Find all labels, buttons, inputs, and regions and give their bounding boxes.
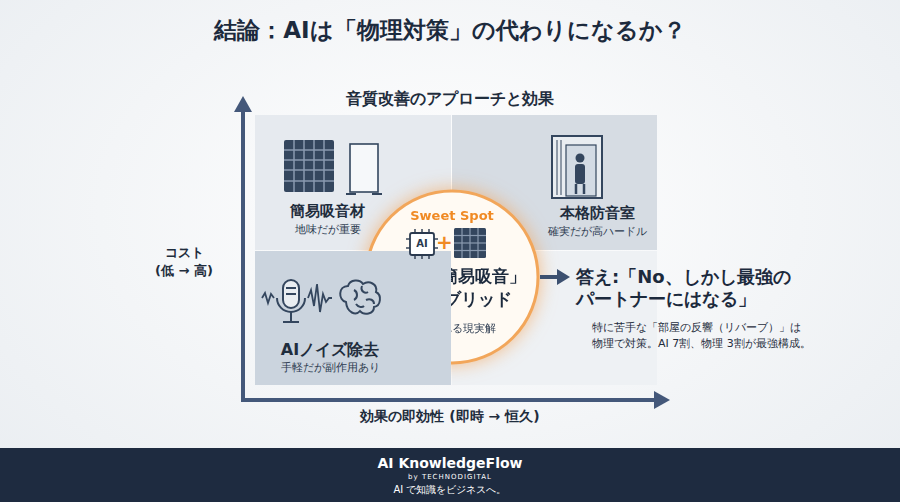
mini-foam-panel-icon [454,228,486,258]
ai-chip-icon [428,229,429,233]
quadrant-heading: 簡易吸音材 [255,201,400,221]
microphone-icon [277,298,305,312]
quadrant-note: 手軽だが副作用あり [255,360,405,375]
axis-label: コスト (低 → 高) [138,244,230,280]
waveform-icon [262,284,332,312]
diagram-title: 結論：AIは「物理対策」の代わりになるか？ [0,14,900,46]
connector-arrow [540,269,570,285]
sound-booth-icon [561,140,562,195]
chart-subtitle: 音質改善のアプローチと効果 [250,88,650,110]
mini-foam-panel-icon [454,242,486,243]
microphone-icon [290,312,292,322]
quadrant-heading: 本格防音室 [512,203,682,223]
brain-icon [362,286,368,293]
foam-panel-icon [284,149,334,151]
brand-tagline: AI で知識をビジネスへ。 [0,483,900,497]
foam-panel-icon [284,169,334,171]
arrow-head [557,269,570,285]
ai-chip-icon [414,255,415,259]
microphone-icon [286,287,296,289]
text-line: (低 → 高) [138,262,230,280]
speed-axis [241,391,670,409]
waveform-icon [262,293,274,303]
brand-byline: by TECHNODIGITAL [0,473,900,482]
brain-icon [340,280,380,313]
waveform-icon [308,284,332,312]
quadrant-note: 確実だが高ハードル [512,224,682,239]
partition-screen-icon [346,144,382,194]
mini-foam-panel-icon [477,228,478,258]
text-line: コスト [138,244,230,262]
sound-booth-icon [566,145,596,196]
ai-chip-icon [428,255,429,259]
footer-band: AI KnowledgeFlowby TECHNODIGITALAI で知識をビ… [0,448,900,502]
microphone-icon [277,280,305,322]
mini-foam-panel-icon [469,228,470,258]
answer-heading: 答え:「No、しかし最強の パートナーにはなる」 [576,266,866,310]
cost-axis [241,110,245,402]
foam-panel-icon [303,140,305,192]
ai-chip-icon [434,247,438,248]
text-line: 物理で対策。AI 7割、物理 3割が最強構成。 [592,336,868,352]
ai-chip-icon [406,238,410,239]
foam-panel-icon [284,140,334,192]
sound-booth-icon [552,136,602,198]
microphone-icon [283,321,299,323]
ai-chip-icon [421,229,422,233]
ai-chip-icon [434,238,438,239]
ai-chip-icon [406,229,438,259]
foam-panel-icon [323,140,325,192]
text-line: 答え:「No、しかし最強の [576,266,866,288]
partition-screen-icon [346,193,356,195]
text-line: 特に苦手な「部屋の反響（リバーブ）」は [592,320,868,336]
brain-icon [354,290,357,300]
cost-axis [234,96,252,402]
foam-panel-icon [284,159,334,161]
ai-chip-icon [421,255,422,259]
ai-chip-icon [414,229,415,233]
sound-booth-icon [557,140,558,195]
partition-screen-icon [372,193,382,195]
sound-booth-icon [575,184,578,194]
mini-foam-panel-icon [461,228,462,258]
foam-panel-icon [284,140,334,192]
brand-name: AI KnowledgeFlow [0,454,900,472]
cost-axis [234,96,252,112]
quadrant-heading: AIノイズ除去 [255,339,405,360]
sound-booth-icon [552,136,602,198]
answer-callout: 答え:「No、しかし最強の パートナーにはなる」特に苦手な「部屋の反響（リバーブ… [570,266,870,366]
mini-foam-panel-icon [454,235,486,236]
partition-screen-icon [350,144,378,192]
foam-panel-icon [293,140,295,192]
quadrant-box: AIノイズ除去手軽だが副作用あり [255,251,451,385]
speed-axis [654,391,670,409]
mini-foam-panel-icon [454,250,486,251]
brain-icon [356,304,364,307]
answer-note: 特に苦手な「部屋の反響（リバーブ）」は 物理で対策。AI 7割、物理 3割が最強… [592,320,868,352]
sound-booth-icon [575,164,585,184]
foam-panel-icon [284,180,334,182]
speed-axis [241,398,656,402]
mini-foam-panel-icon [454,228,486,258]
text-line: パートナーにはなる」 [576,288,866,310]
mini-foam-panel-icon [454,228,486,258]
ai-chip-icon [406,247,410,248]
foam-panel-icon [313,140,315,192]
brain-icon [340,280,380,313]
microphone-icon [283,280,299,308]
microphone-icon [286,293,296,295]
connector-line [540,275,559,279]
sweet-spot-tag: Sweet Spot [364,207,540,225]
sound-booth-icon [583,184,586,194]
axis-label: 効果の即効性 (即時 → 恒久) [250,406,650,426]
sound-booth-icon [576,154,585,163]
foam-panel-icon [284,140,334,192]
brain-icon [366,299,374,304]
ai-chip-icon [410,233,434,255]
ai-chip-icon [406,229,438,259]
